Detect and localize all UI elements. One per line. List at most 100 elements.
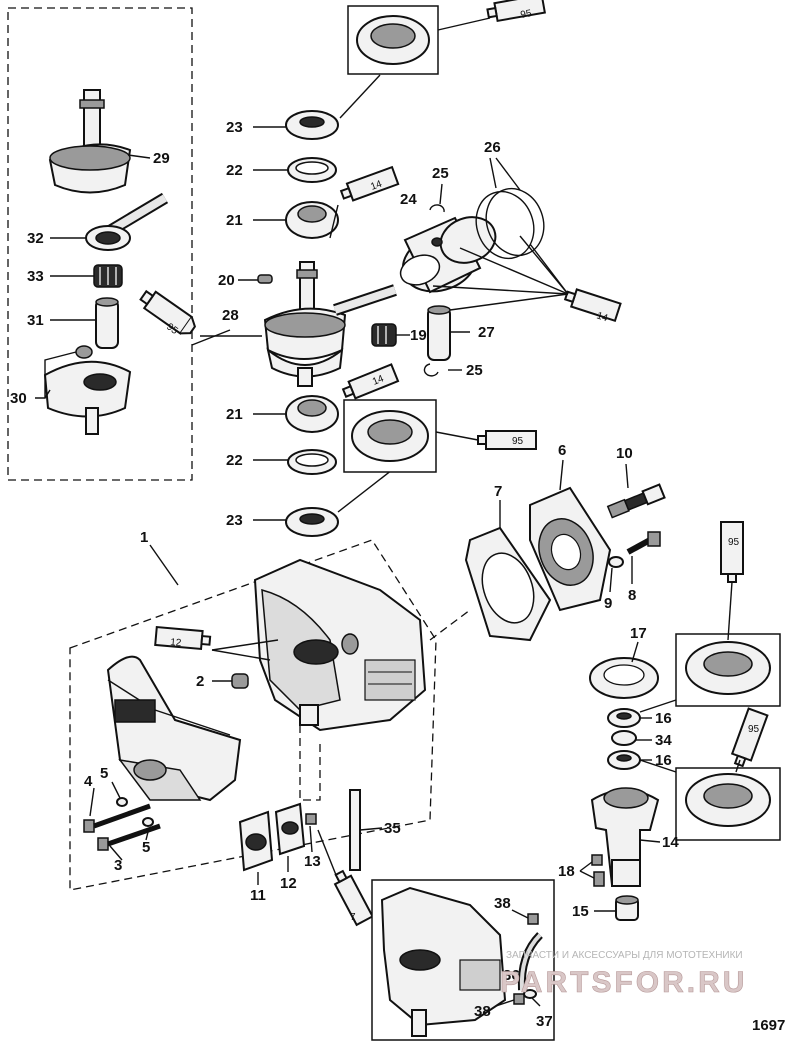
cover-plate-6 — [529, 486, 612, 612]
tube-label-14-upper: 14 — [369, 179, 384, 193]
sealant-tube-14-right — [563, 288, 622, 323]
crankshaft-assembly-28 — [263, 261, 397, 387]
label-2: 2 — [196, 673, 204, 690]
piston-pin-27 — [427, 305, 451, 361]
label-26: 26 — [484, 139, 501, 156]
right-seal-ring-lower — [685, 773, 771, 827]
crankcase-block-1 — [253, 558, 427, 732]
label-27: 27 — [478, 324, 495, 341]
fitting-38-upper — [527, 913, 539, 925]
hose-36 — [517, 932, 543, 991]
tube-label-14-right: 14 — [595, 310, 609, 324]
bushing-15 — [615, 895, 639, 921]
label-22-top: 22 — [226, 162, 243, 179]
sealant-tube-95-top — [486, 0, 546, 23]
crankcase-cover — [106, 655, 242, 802]
sealant-tube-12 — [154, 625, 212, 651]
label-21-bottom: 21 — [226, 406, 243, 423]
label-29: 29 — [153, 150, 170, 167]
label-31: 31 — [27, 312, 44, 329]
label-5-upper: 5 — [100, 765, 108, 782]
label-10: 10 — [616, 445, 633, 462]
label-30: 30 — [10, 390, 27, 407]
sealant-tube-95-right-upper — [720, 521, 744, 583]
label-19: 19 — [410, 327, 427, 344]
label-28: 28 — [222, 307, 239, 324]
page-number: 1697 — [752, 1017, 785, 1034]
label-9: 9 — [604, 595, 612, 612]
label-17: 17 — [630, 625, 647, 642]
mid-seal-ring — [351, 410, 429, 462]
tube-label-95-mid: 95 — [512, 436, 524, 447]
label-33: 33 — [27, 268, 44, 285]
needle-bearing-19 — [371, 323, 397, 347]
label-12: 12 — [280, 875, 297, 892]
lower-ball-bearing-21 — [285, 395, 339, 433]
oil-seal-16-lower — [607, 750, 641, 770]
screw-3 — [97, 823, 161, 851]
tube-label-7: 7 — [350, 912, 356, 923]
label-4: 4 — [84, 773, 93, 790]
tube-label-95-right-upper: 95 — [728, 537, 740, 548]
sealant-tube-14-mid — [341, 363, 400, 400]
sealant-tube-95-right-lower — [730, 707, 769, 768]
tube-35 — [349, 789, 361, 871]
label-14: 14 — [662, 834, 679, 851]
key-20 — [257, 274, 273, 284]
alt-crankcase-block — [380, 886, 507, 1037]
label-21-top: 21 — [226, 212, 243, 229]
alt-crank-pin — [95, 297, 119, 349]
reed-plate-11 — [238, 810, 274, 872]
clamp-37 — [523, 989, 537, 999]
screw-13 — [305, 813, 317, 825]
label-5-lower: 5 — [142, 839, 150, 856]
label-1: 1 — [140, 529, 148, 546]
label-20: 20 — [218, 272, 235, 289]
label-16-lower: 16 — [655, 752, 672, 769]
label-25-top: 25 — [432, 165, 449, 182]
piston-rings-26 — [475, 187, 545, 260]
oil-seal-16-upper — [607, 708, 641, 728]
reed-plate-12 — [274, 802, 306, 856]
label-15: 15 — [572, 903, 589, 920]
label-6: 6 — [558, 442, 566, 459]
washer-5-lower — [142, 817, 154, 827]
lower-oil-seal-23 — [285, 507, 339, 537]
tube-label-12: 12 — [170, 637, 182, 649]
bolt-8 — [626, 531, 661, 555]
spark-plug-10 — [606, 483, 666, 519]
alt-crankshaft-upper — [48, 89, 132, 194]
tube-label-14-mid: 14 — [371, 373, 386, 388]
label-35: 35 — [384, 820, 401, 837]
washer-5-upper — [116, 797, 128, 807]
right-seal-ring-upper — [685, 641, 771, 695]
label-18: 18 — [558, 863, 575, 880]
watermark-caption: ЗАПЧАСТИ И АКСЕССУАРЫ ДЛЯ МОТОТЕХНИКИ — [506, 950, 743, 961]
upper-oil-seal-23 — [285, 110, 339, 140]
locating-pin-2 — [231, 673, 249, 689]
sealant-tube-14-upper — [339, 165, 400, 202]
alt-crankshaft-inset-box — [7, 7, 193, 481]
label-3: 3 — [114, 857, 122, 874]
screw-18-lower — [593, 871, 605, 887]
sealant-tube-7 — [333, 869, 374, 927]
circlip-25-lower — [423, 363, 439, 377]
alt-connecting-rod — [85, 192, 169, 251]
tube-label-95-top: 95 — [520, 8, 533, 21]
label-13: 13 — [304, 853, 321, 870]
housing-14 — [590, 787, 660, 887]
screw-4 — [83, 803, 151, 833]
label-8: 8 — [628, 587, 636, 604]
label-38-lower: 38 — [474, 1003, 491, 1020]
label-25-bottom: 25 — [466, 362, 483, 379]
label-23-top: 23 — [226, 119, 243, 136]
label-32: 32 — [27, 230, 44, 247]
label-38-upper: 38 — [494, 895, 511, 912]
watermark-brand: PARTSFOR.RU — [500, 966, 747, 999]
fitting-38-lower — [513, 993, 525, 1005]
bearing-plate-17 — [589, 657, 659, 699]
piston-24 — [399, 216, 497, 294]
label-23-bottom: 23 — [226, 512, 243, 529]
gasket-7 — [464, 526, 552, 642]
